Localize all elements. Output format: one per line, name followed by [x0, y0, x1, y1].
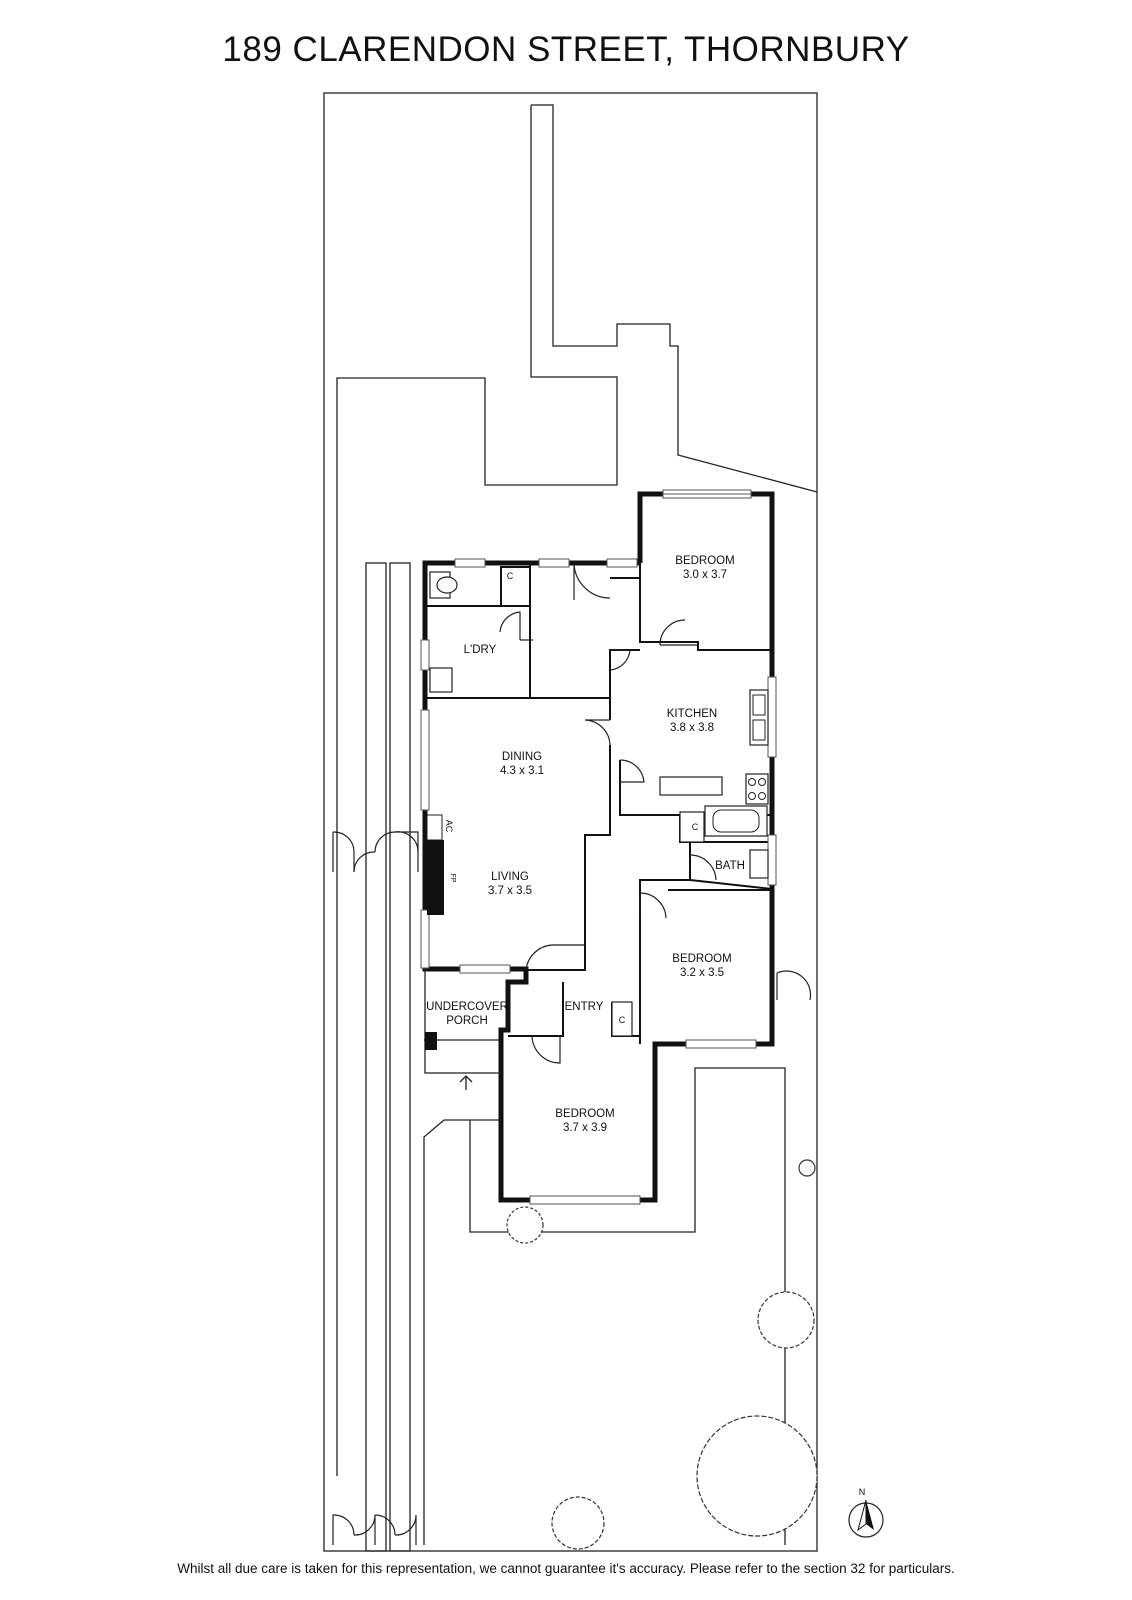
fixtures: [426, 571, 769, 1037]
side-gate: [776, 970, 812, 1001]
tree-icon: [696, 1415, 818, 1537]
outbuilding-outline: [531, 104, 818, 493]
tree-icon: [551, 1496, 605, 1550]
entry-name: ENTRY: [565, 1001, 604, 1013]
tree-icon: [798, 1159, 816, 1177]
house-exterior-wall: [422, 491, 775, 1203]
porch-post: [425, 1032, 437, 1050]
porch-outline: [424, 969, 501, 1074]
disclaimer: Whilst all due care is taken for this re…: [177, 1561, 955, 1576]
entry-arrow-icon: [459, 1075, 473, 1090]
fireplace-icon: [427, 840, 444, 915]
dining-size: 4.3 x 3.1: [500, 765, 544, 777]
kitchen-name: KITCHEN: [667, 708, 717, 720]
driveway-strip-left: [365, 562, 387, 1552]
air-conditioner-unit: [426, 814, 443, 841]
page-title: 189 CLARENDON STREET, THORNBURY: [222, 30, 910, 69]
tree-icon: [757, 1291, 815, 1349]
ac-label: AC: [444, 820, 454, 833]
bedroom1-size: 3.0 x 3.7: [683, 569, 727, 581]
doors: [499, 562, 717, 1064]
rear-gate: [332, 1514, 417, 1545]
fp-label: FP: [449, 874, 456, 883]
kitchen-size: 3.8 x 3.8: [670, 722, 714, 734]
porch-name-line2: PORCH: [446, 1015, 488, 1027]
bedroom1-name: BEDROOM: [675, 555, 734, 567]
cooktop-icon: [745, 773, 769, 805]
sink-icon: [749, 689, 769, 746]
site-boundary: [323, 92, 818, 1552]
bedroom3-size: 3.7 x 3.9: [563, 1122, 607, 1134]
front-garden-bed: [469, 1067, 786, 1545]
dining-name: DINING: [502, 751, 542, 763]
living-name: LIVING: [491, 871, 529, 883]
bath-name: BATH: [715, 860, 745, 872]
porch-name-line1: UNDERCOVER: [426, 1001, 508, 1013]
garage-outline: [336, 105, 618, 1476]
cupboard-label-3: C: [619, 1015, 626, 1025]
trough-icon: [429, 667, 453, 693]
trees: [506, 1159, 818, 1550]
entry-cupboard: [611, 1001, 633, 1037]
bench-icon: [659, 776, 723, 796]
front-gate: [332, 831, 419, 873]
bath-tub-icon: [704, 805, 768, 837]
windows: [420, 489, 777, 1205]
cupboard-label-2: C: [692, 822, 699, 832]
bedroom3-name: BEDROOM: [555, 1108, 614, 1120]
front-path: [423, 1119, 500, 1545]
cupboard-label-1: C: [507, 571, 514, 581]
laundry-name: L'DRY: [464, 644, 497, 656]
north-compass-icon: N: [848, 1487, 884, 1538]
bedroom2-name: BEDROOM: [672, 953, 731, 965]
living-size: 3.7 x 3.5: [488, 885, 532, 897]
driveway-strip-right: [389, 562, 411, 1552]
bedroom2-size: 3.2 x 3.5: [680, 967, 724, 979]
bath-cupboard: [679, 811, 705, 843]
compass-north-label: N: [859, 1487, 866, 1497]
basin-icon: [749, 849, 769, 879]
tree-icon: [506, 1206, 544, 1244]
